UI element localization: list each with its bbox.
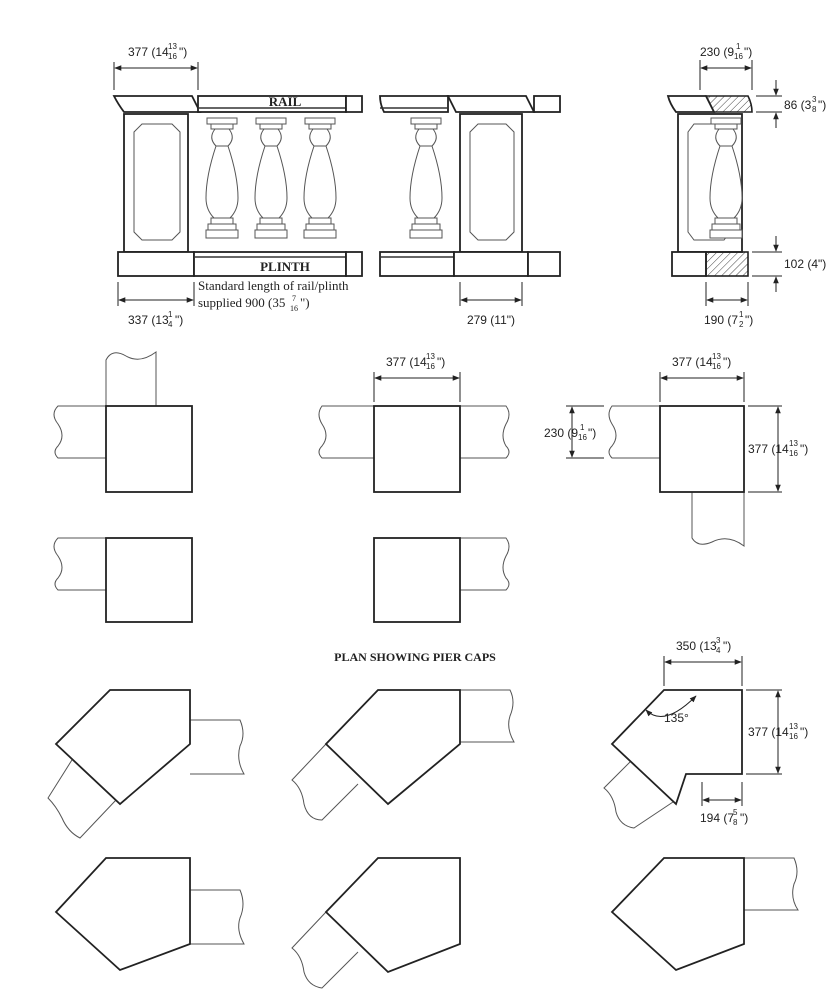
dim-text: 102 (4")	[784, 257, 826, 271]
dim-tail: ")	[723, 355, 731, 369]
dim-frac-num: 1	[739, 310, 744, 319]
dim-frac-den: 16	[712, 362, 721, 371]
elevation-middle	[379, 95, 561, 277]
dim-frac-den: 16	[426, 362, 435, 371]
dim-frac-num: 3	[716, 636, 721, 645]
dim-tail: ")	[588, 426, 596, 440]
dim-tail: ")	[175, 313, 183, 327]
dim-frac-den: 4	[716, 646, 721, 655]
rail-label: RAIL	[269, 94, 302, 109]
dim-pier-width-top: 377 (14 13 16 ")	[113, 42, 199, 90]
dim-cap-plan-depth: 377 (14 13 16 ")	[748, 405, 808, 493]
note-line1: Standard length of rail/plinth	[198, 278, 349, 293]
dim-tail: ")	[745, 313, 753, 327]
side-elevation	[666, 95, 753, 277]
dim-plinth-height: 102 (4")	[752, 236, 826, 292]
plinth-label: PLINTH	[260, 259, 310, 274]
dim-text: 377 (14	[672, 355, 713, 369]
dim-frac-den: 16	[734, 52, 743, 61]
plan-square-row2	[53, 537, 510, 623]
note-line2-suffix: ")	[300, 295, 310, 310]
dim-frac-num: 13	[789, 439, 798, 448]
dim-text: 377 (14	[748, 442, 789, 456]
dim-text: 230 (9	[700, 45, 734, 59]
plan-square-row1	[53, 351, 745, 547]
dim-text: 190 (7	[704, 313, 738, 327]
dim-frac-num: 13	[426, 352, 435, 361]
dim-frac-num: 5	[733, 808, 738, 817]
dim-tail: ")	[818, 98, 826, 112]
angle-annotation: 135°	[645, 695, 697, 725]
dim-tail: ")	[744, 45, 752, 59]
dim-text: 230 (9	[544, 426, 578, 440]
dim-tail: ")	[723, 639, 731, 653]
dim-text: 350 (13	[676, 639, 717, 653]
plan-angled-row1	[47, 689, 743, 839]
dim-text: 86 (3	[784, 98, 812, 112]
plan-title: PLAN SHOWING PIER CAPS	[334, 650, 496, 664]
dim-cap-plan-width-2: 377 (14 13 16 ")	[659, 352, 745, 402]
note-frac-den: 16	[290, 304, 298, 313]
dim-pier-width-bottom: 337 (13 1 4 ")	[117, 282, 195, 329]
dim-frac-den: 2	[739, 320, 744, 329]
dim-frac-num: 13	[168, 42, 177, 51]
angle-text: 135°	[664, 711, 689, 725]
dim-frac-den: 16	[578, 433, 587, 442]
dim-cap-plan-width: 377 (14 13 16 ")	[373, 352, 461, 402]
dim-tail: ")	[179, 45, 187, 59]
dim-frac-den: 16	[789, 732, 798, 741]
dim-frac-num: 13	[789, 722, 798, 731]
dim-frac-den: 4	[168, 320, 173, 329]
dim-frac-num: 1	[580, 423, 585, 432]
note-line2: supplied 900 (35 7 16 ")	[198, 294, 310, 313]
dim-rail-height: 86 (3 3 8 ")	[756, 80, 826, 128]
dim-frac-den: 8	[812, 105, 817, 114]
dim-frac-den: 16	[789, 449, 798, 458]
dim-frac-den: 16	[168, 52, 177, 61]
dim-text: 377 (14	[128, 45, 169, 59]
note-line2-prefix: supplied 900 (35	[198, 295, 285, 310]
dim-tail: ")	[740, 811, 748, 825]
dim-text: 337 (13	[128, 313, 169, 327]
dim-frac-den: 8	[733, 818, 738, 827]
dim-angle-width: 350 (13 3 4 ")	[663, 636, 743, 686]
plan-angled-row2	[54, 857, 799, 989]
dim-frac-num: 1	[168, 310, 173, 319]
dim-frac-num: 1	[736, 42, 741, 51]
dim-cap-plan-rail: 230 (9 1 16 ")	[544, 405, 604, 459]
elevation-left	[112, 95, 363, 277]
dim-text: 377 (14	[386, 355, 427, 369]
dim-angle-depth: 377 (14 13 16 ")	[746, 689, 808, 775]
dim-text: 377 (14	[748, 725, 789, 739]
dim-tail: ")	[800, 442, 808, 456]
dim-angle-bottom: 194 (7 5 8 ")	[700, 782, 748, 827]
dim-tail: ")	[437, 355, 445, 369]
dim-rail-width-side: 230 (9 1 16 ")	[699, 42, 753, 90]
dim-frac-num: 13	[712, 352, 721, 361]
dim-frac-num: 3	[812, 95, 817, 104]
dim-text: 279 (11")	[467, 313, 515, 327]
dim-pier-width-middle: 279 (11")	[459, 282, 523, 327]
dim-tail: ")	[800, 725, 808, 739]
dim-text: 194 (7	[700, 811, 734, 825]
dim-plinth-width-side: 190 (7 1 2 ")	[704, 282, 753, 329]
note-frac-num: 7	[292, 294, 296, 303]
